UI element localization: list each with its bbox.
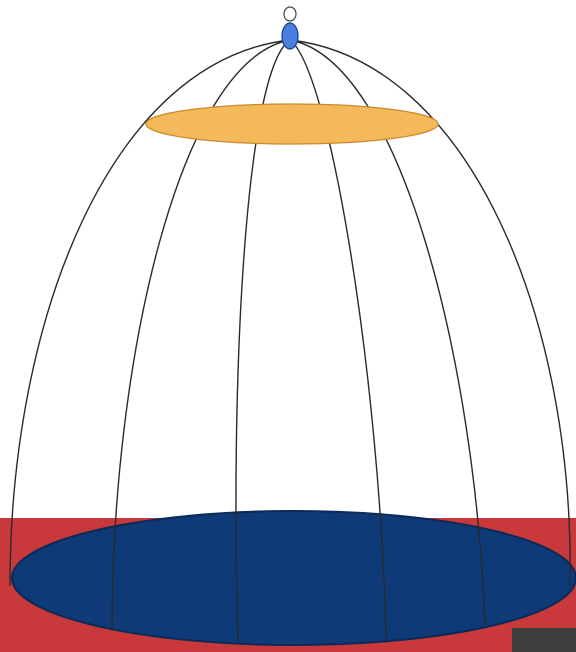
top-ring — [146, 104, 438, 144]
top-knob-icon — [282, 23, 298, 49]
dark-frame-block — [512, 628, 576, 652]
base-disc — [12, 511, 576, 645]
hanging-loop-icon — [284, 7, 296, 21]
